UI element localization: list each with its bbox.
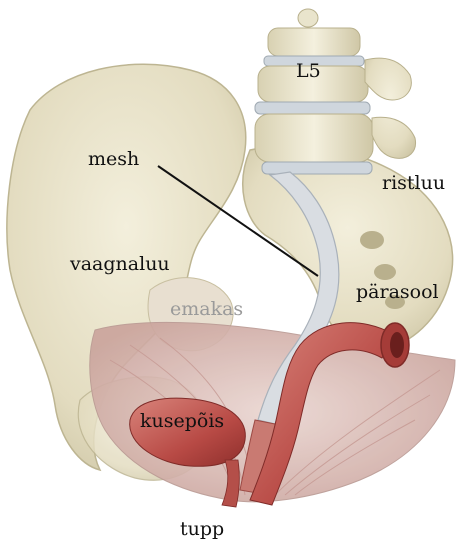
label-ristluu: ristluu <box>382 174 445 193</box>
vertebra-tip <box>298 9 318 27</box>
vertebra-upper <box>268 28 360 56</box>
label-parasool: pärasool <box>356 283 439 302</box>
intervertebral-disc-3 <box>262 162 372 174</box>
sacral-foramen-2 <box>374 264 396 280</box>
label-emakas: emakas <box>170 300 243 319</box>
rectum-lumen <box>390 332 404 358</box>
intervertebral-disc-2 <box>255 102 370 114</box>
vertebra-lower <box>255 114 373 162</box>
label-mesh: mesh <box>88 150 139 169</box>
label-tupp: tupp <box>180 520 224 539</box>
label-kusepois: kusepõis <box>140 412 224 431</box>
label-l5: L5 <box>296 62 321 81</box>
label-vaagnaluu: vaagnaluu <box>70 255 170 274</box>
sacral-foramen-1 <box>360 231 384 249</box>
